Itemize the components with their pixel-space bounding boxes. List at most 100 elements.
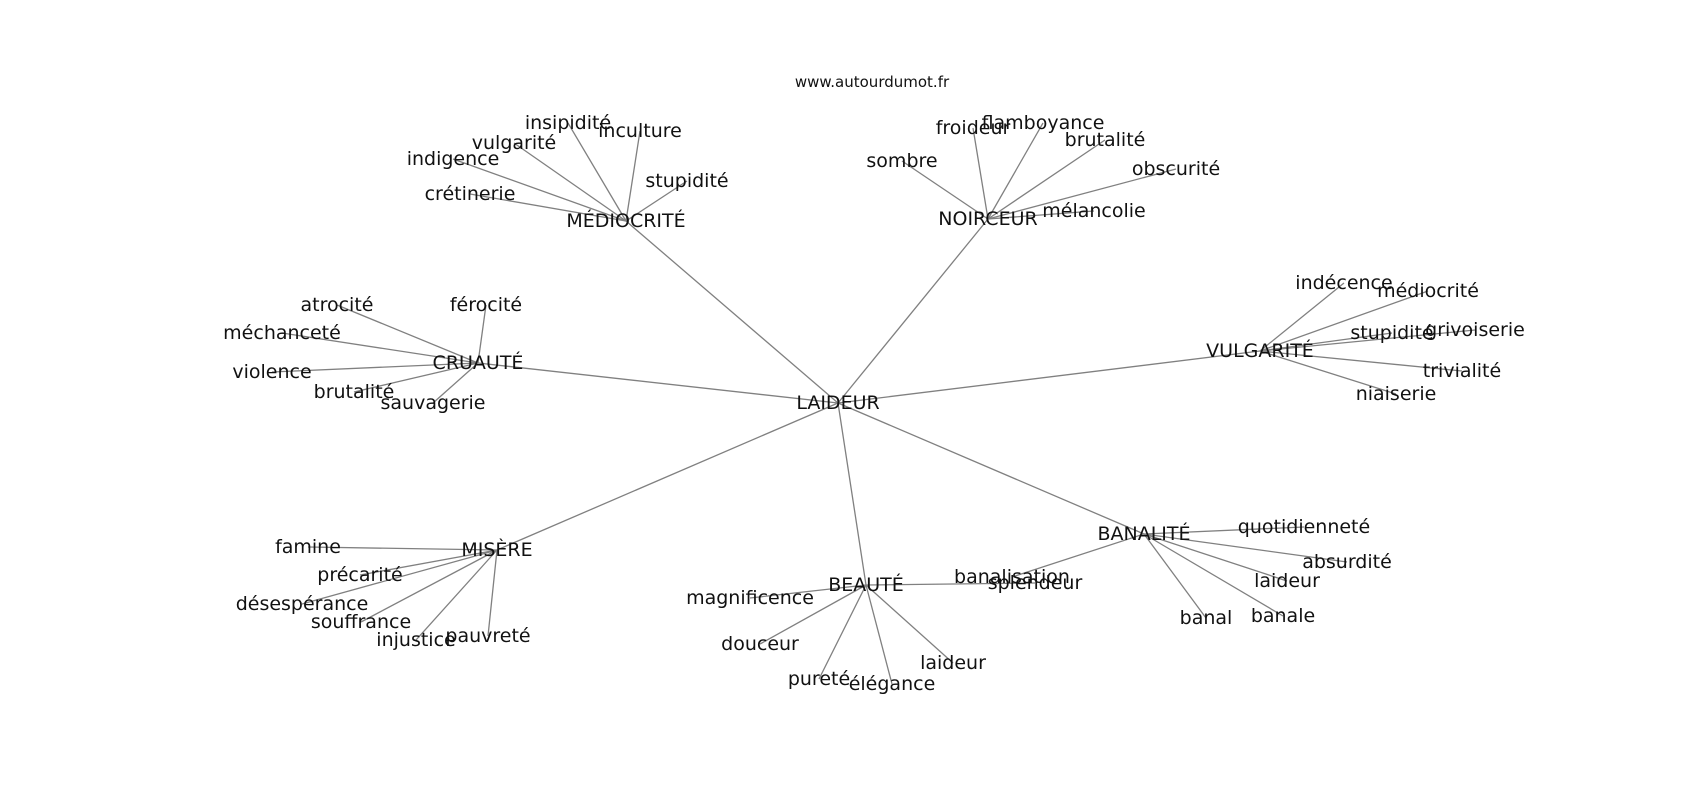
edge-cruaute-leaf bbox=[271, 362, 479, 373]
leaf-node[interactable]: sombre bbox=[866, 150, 937, 172]
edge-noirceur-leaf bbox=[987, 210, 1095, 220]
edge-beaute-leaf bbox=[759, 584, 867, 645]
edge-mediocrite-leaf bbox=[513, 142, 627, 222]
leaf-node[interactable]: crétinerie bbox=[425, 183, 516, 205]
leaf-node[interactable]: famine bbox=[275, 536, 341, 558]
leaf-node[interactable]: méchanceté bbox=[223, 322, 341, 344]
leaf-node[interactable]: atrocité bbox=[301, 294, 374, 316]
edge-root-mediocrite bbox=[625, 220, 839, 404]
edge-root-vulgarite bbox=[837, 350, 1261, 404]
edge-beaute-leaf bbox=[865, 584, 893, 685]
edge-banalite-leaf bbox=[1143, 533, 1288, 582]
edge-root-misere bbox=[496, 402, 839, 551]
leaf-node[interactable]: élégance bbox=[849, 673, 936, 695]
edge-banalite-leaf bbox=[1143, 533, 1207, 619]
leaf-node[interactable]: splendeur bbox=[988, 572, 1083, 594]
leaf-node[interactable]: flamboyance bbox=[982, 112, 1105, 134]
edge-mediocrite-leaf bbox=[567, 122, 627, 222]
leaf-node[interactable]: pureté bbox=[788, 668, 850, 690]
leaf-node[interactable]: magnificence bbox=[686, 587, 814, 609]
leaf-node[interactable]: insipidité bbox=[525, 112, 611, 134]
leaf-node[interactable]: inculture bbox=[598, 120, 682, 142]
leaf-node[interactable]: désespérance bbox=[236, 593, 369, 615]
edge-misere-leaf bbox=[360, 549, 498, 623]
edge-mediocrite-leaf bbox=[452, 158, 627, 222]
leaf-node[interactable]: mélancolie bbox=[1042, 200, 1145, 222]
edge-noirceur-leaf bbox=[987, 139, 1106, 220]
edge-mediocrite-leaf bbox=[625, 130, 641, 222]
hub-node-banalite[interactable]: BANALITÉ bbox=[1097, 522, 1190, 545]
edge-cruaute-leaf bbox=[336, 304, 479, 364]
edge-vulgarite-leaf bbox=[1259, 332, 1393, 352]
edge-cruaute-leaf bbox=[353, 362, 479, 393]
edge-misere-leaf bbox=[415, 549, 498, 641]
edge-vulgarite-leaf bbox=[1259, 329, 1476, 352]
edge-misere-leaf bbox=[307, 546, 498, 551]
leaf-node[interactable]: pauvreté bbox=[445, 625, 530, 647]
leaf-node[interactable]: précarité bbox=[317, 564, 402, 586]
edge-misere-leaf bbox=[359, 549, 498, 576]
leaf-node[interactable]: médiocrité bbox=[1377, 280, 1479, 302]
leaf-node[interactable]: brutalité bbox=[1065, 129, 1146, 151]
edge-vulgarite-leaf bbox=[1259, 282, 1345, 352]
hub-node-cruaute[interactable]: CRUAUTÉ bbox=[433, 351, 524, 374]
leaf-node[interactable]: grivoiserie bbox=[1425, 319, 1525, 341]
hub-node-vulgarite[interactable]: VULGARITÉ bbox=[1206, 339, 1314, 362]
leaf-node[interactable]: laideur bbox=[1254, 570, 1320, 592]
edge-cruaute-leaf bbox=[477, 304, 487, 364]
edge-noirceur-leaf bbox=[972, 127, 989, 220]
edge-beaute-leaf bbox=[865, 582, 1036, 586]
edge-banalite-leaf bbox=[1143, 526, 1305, 535]
edge-misere-leaf bbox=[301, 549, 498, 605]
leaf-node[interactable]: stupidité bbox=[1350, 322, 1433, 344]
leaf-node[interactable]: absurdité bbox=[1302, 551, 1392, 573]
leaf-node[interactable]: banale bbox=[1251, 605, 1315, 627]
edge-vulgarite-leaf bbox=[1259, 290, 1429, 352]
edge-banalite-leaf bbox=[1143, 533, 1348, 563]
graph-edges bbox=[271, 122, 1476, 685]
hub-node-beaute[interactable]: BEAUTÉ bbox=[828, 573, 904, 596]
leaf-node[interactable]: froideur bbox=[936, 117, 1011, 139]
leaf-node[interactable]: souffrance bbox=[311, 611, 411, 633]
root-node[interactable]: LAIDEUR bbox=[796, 392, 879, 414]
leaf-node[interactable]: indécence bbox=[1295, 272, 1392, 294]
edge-banalite-leaf bbox=[1011, 533, 1145, 578]
site-url[interactable]: www.autourdumot.fr bbox=[795, 73, 950, 91]
edge-vulgarite-leaf bbox=[1259, 350, 1397, 395]
hub-node-misere[interactable]: MISÈRE bbox=[461, 538, 532, 561]
edge-beaute-leaf bbox=[865, 584, 954, 664]
leaf-node[interactable]: violence bbox=[232, 361, 311, 383]
hub-node-noirceur[interactable]: NOIRCEUR bbox=[938, 208, 1037, 230]
edge-banalite-leaf bbox=[1143, 533, 1284, 617]
edge-misere-leaf bbox=[487, 549, 498, 637]
edge-mediocrite-leaf bbox=[625, 180, 688, 222]
edge-beaute-leaf bbox=[749, 584, 867, 599]
leaf-node[interactable]: indigence bbox=[407, 148, 500, 170]
edge-root-cruaute bbox=[477, 362, 839, 404]
edge-root-banalite bbox=[837, 402, 1145, 535]
leaf-node[interactable]: férocité bbox=[450, 294, 522, 316]
leaf-node[interactable]: niaiserie bbox=[1356, 383, 1437, 405]
leaf-node[interactable]: banal bbox=[1180, 607, 1233, 629]
leaf-node[interactable]: douceur bbox=[721, 633, 799, 655]
leaf-node[interactable]: obscurité bbox=[1132, 158, 1220, 180]
edge-root-beaute bbox=[837, 402, 867, 586]
edge-noirceur-leaf bbox=[987, 122, 1044, 220]
edge-mediocrite-leaf bbox=[469, 193, 627, 222]
leaf-node[interactable]: vulgarité bbox=[472, 132, 557, 154]
edge-cruaute-leaf bbox=[281, 332, 479, 364]
edge-beaute-leaf bbox=[818, 584, 867, 680]
leaf-node[interactable]: trivialité bbox=[1423, 360, 1501, 382]
edge-cruaute-leaf bbox=[432, 362, 479, 404]
leaf-node[interactable]: stupidité bbox=[645, 170, 728, 192]
leaf-node[interactable]: brutalité bbox=[314, 381, 395, 403]
leaf-node[interactable]: injustice bbox=[376, 629, 455, 651]
edge-noirceur-leaf bbox=[987, 168, 1177, 220]
leaf-node[interactable]: sauvagerie bbox=[380, 392, 485, 414]
hub-node-mediocrite[interactable]: MÉDIOCRITÉ bbox=[566, 209, 685, 232]
leaf-node[interactable]: banalisation bbox=[954, 566, 1070, 588]
leaf-node[interactable]: quotidienneté bbox=[1238, 516, 1370, 538]
leaf-node[interactable]: laideur bbox=[920, 652, 986, 674]
